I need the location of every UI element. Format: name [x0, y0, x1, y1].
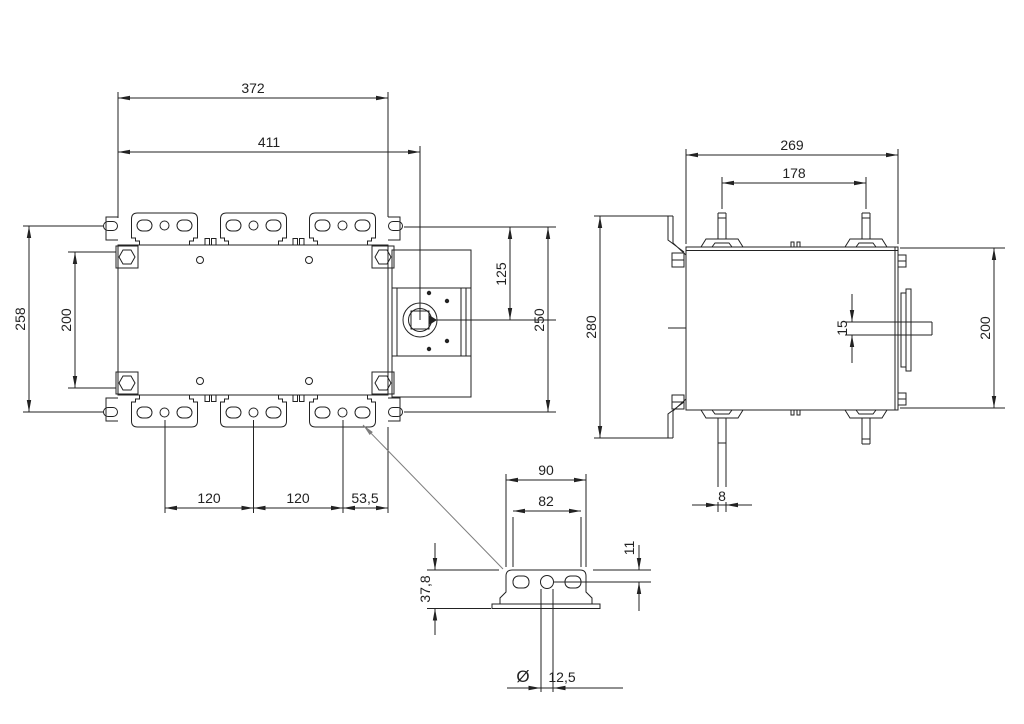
dim-label-125: 125	[493, 262, 509, 286]
dim-label-90: 90	[538, 462, 554, 478]
shaft-pointer-icon	[429, 315, 437, 325]
dim-label-372: 372	[241, 80, 265, 96]
dim-side-height-outer: 280	[583, 215, 670, 439]
dim-label-178: 178	[782, 165, 806, 181]
dim-label-53-5: 53,5	[351, 490, 378, 506]
hex-bolt-icon	[374, 249, 392, 265]
dim-label-411: 411	[258, 134, 281, 150]
dim-label-11: 11	[621, 541, 637, 556]
dim-side-height-body: 200	[900, 247, 1005, 409]
dim-label-120a: 120	[197, 490, 221, 506]
dim-label-280: 280	[583, 315, 599, 339]
dim-detail-hole-diameter: Ø 12,5	[507, 667, 623, 691]
hex-bolt-icon	[118, 375, 136, 391]
dim-side-terminal-pitch: 178	[721, 165, 867, 209]
dim-label-8: 8	[718, 488, 726, 504]
dim-front-width-to-shaft: 411	[118, 134, 421, 320]
dim-front-height-inner: 200	[58, 251, 116, 389]
dim-label-258: 258	[12, 307, 28, 331]
dim-side-shaft-thickness: 15	[834, 294, 855, 363]
dim-label-15: 15	[834, 320, 850, 336]
dim-label-12-5: 12,5	[548, 669, 575, 685]
dim-front-width-top: 372	[117, 80, 389, 218]
dim-front-height-outer: 258	[12, 225, 104, 413]
dim-label-82: 82	[538, 493, 554, 509]
dim-label-120b: 120	[286, 490, 310, 506]
dim-label-250: 250	[531, 308, 547, 332]
dim-side-screw-width: 8	[692, 488, 752, 508]
side-view-body	[667, 212, 933, 512]
dim-label-37-8: 37,8	[417, 575, 433, 602]
front-view-handle-mechanism	[391, 249, 472, 398]
front-view-terminal-pads-top	[131, 212, 376, 245]
dim-label-diameter-symbol: Ø	[516, 667, 529, 686]
front-view-side-tabs	[103, 216, 403, 422]
dim-detail-hole-offset: 11	[554, 541, 651, 611]
dim-front-terminal-pitch: 120 120 53,5	[164, 420, 389, 513]
dim-side-width: 269	[685, 137, 899, 244]
dim-label-269: 269	[780, 137, 804, 153]
dim-detail-pad-width: 90	[505, 462, 587, 567]
detail-view-terminal-pad	[491, 569, 601, 692]
dim-detail-pad-height: 37,8	[417, 543, 499, 635]
dim-front-right-heights: 125 250	[404, 226, 556, 413]
dim-label-200-front: 200	[58, 308, 74, 332]
hex-bolt-icon	[118, 249, 136, 265]
dim-label-200-side: 200	[977, 316, 993, 340]
front-view-terminal-pads-bottom	[131, 395, 376, 428]
dim-detail-slot-span: 82	[512, 493, 582, 567]
front-view-body	[115, 244, 395, 396]
hex-bolt-icon	[374, 375, 392, 391]
detail-leader-line	[362, 424, 504, 570]
